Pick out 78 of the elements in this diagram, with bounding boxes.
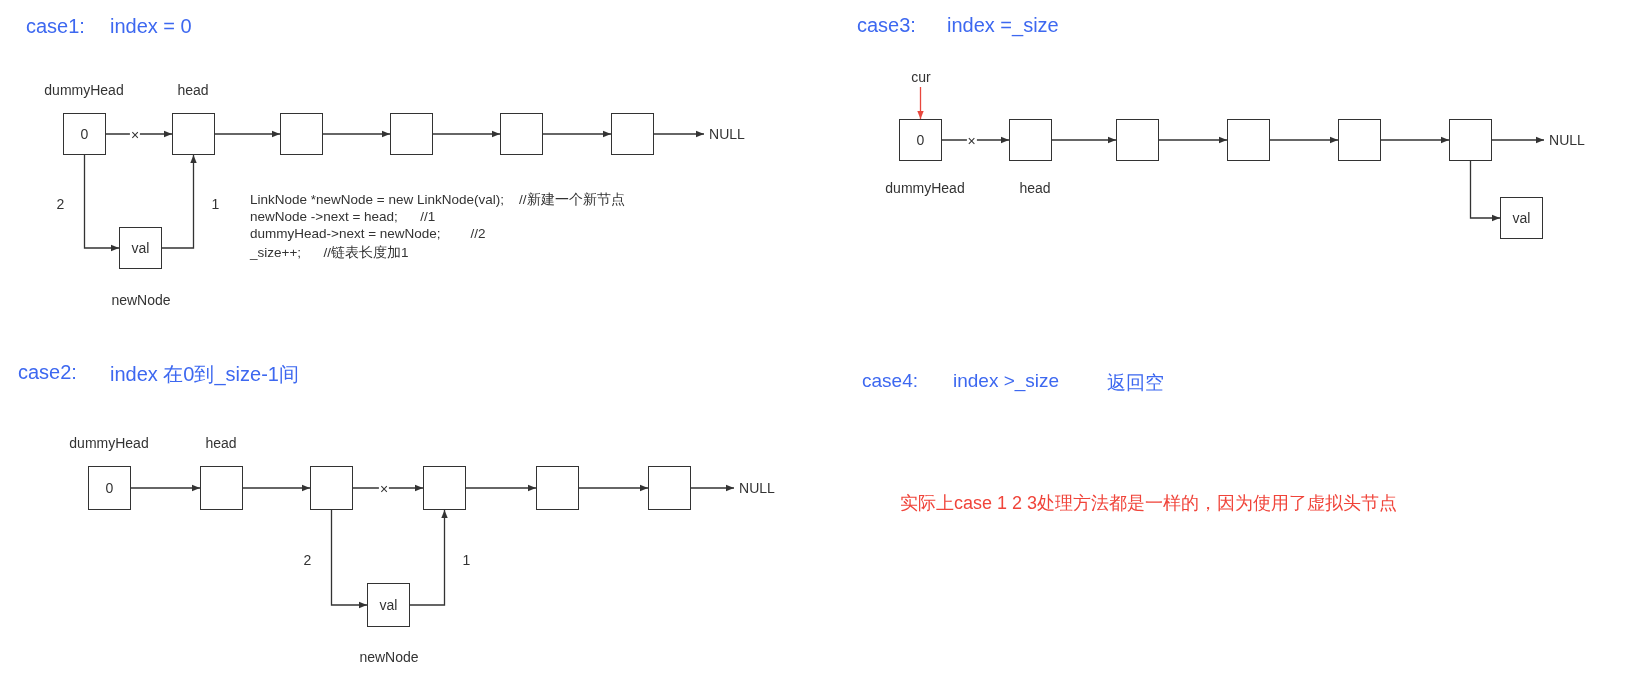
pointer-label: NULL	[734, 478, 780, 498]
arrow	[465, 484, 537, 492]
arrow	[105, 130, 173, 138]
node-caption: head	[1019, 180, 1051, 196]
case-heading: case4:	[862, 370, 918, 392]
arrow	[83, 154, 120, 252]
arrow	[409, 509, 448, 606]
list-node-box	[1338, 119, 1381, 161]
list-node-box	[1116, 119, 1159, 161]
arrow	[161, 154, 197, 249]
edge-label: ×	[378, 482, 390, 496]
case-condition: index >_size	[953, 370, 1060, 392]
list-node-box: val	[367, 583, 410, 627]
arrow	[242, 484, 311, 492]
code-line: dummyHead->next = newNode; //2	[250, 226, 486, 241]
arrow	[130, 484, 201, 492]
pointer-label: NULL	[704, 124, 750, 144]
pointer-label: NULL	[1544, 130, 1590, 150]
list-node-box: val	[119, 227, 162, 269]
edge-label: ×	[129, 128, 141, 142]
list-node-box	[500, 113, 543, 155]
edge-label: ×	[966, 134, 977, 148]
node-caption: newNode	[359, 649, 419, 665]
code-line: newNode ->next = head; //1	[250, 209, 436, 224]
list-node-box: 0	[899, 119, 942, 161]
arrow	[1051, 136, 1117, 144]
summary-note: 实际上case 1 2 3处理方法都是一样的，因为使用了虚拟头节点	[900, 492, 1398, 515]
arrow	[352, 484, 424, 492]
list-node-box	[611, 113, 654, 155]
code-line: LinkNode *newNode = new LinkNode(val); //新建一个新节点	[250, 191, 625, 209]
arrow	[330, 509, 368, 609]
arrow	[1380, 136, 1450, 144]
node-caption: dummyHead	[69, 435, 149, 451]
edge-label: 1	[461, 552, 472, 567]
pointer-label: cur	[907, 67, 935, 87]
arrow	[578, 484, 649, 492]
arrow	[542, 130, 612, 138]
case-result: 返回空	[1107, 371, 1164, 395]
arrow	[690, 484, 735, 492]
list-node-box	[423, 466, 466, 510]
list-node-box	[1227, 119, 1270, 161]
case-condition: index 在0到_size-1间	[110, 362, 299, 388]
arrow	[1469, 160, 1501, 222]
arrow	[214, 130, 281, 138]
list-node-box	[200, 466, 243, 510]
list-node-box	[536, 466, 579, 510]
list-node-box	[648, 466, 691, 510]
edge-label: 1	[210, 196, 221, 211]
list-node-box: 0	[88, 466, 131, 510]
case-heading: case2:	[18, 361, 77, 384]
arrow	[653, 130, 705, 138]
arrow	[1491, 136, 1545, 144]
arrow	[322, 130, 391, 138]
node-caption: newNode	[111, 292, 171, 308]
case-condition: index =_size	[947, 14, 1059, 37]
node-caption: head	[205, 435, 237, 451]
list-node-box	[1449, 119, 1492, 161]
arrow	[917, 86, 924, 120]
list-node-box	[1009, 119, 1052, 161]
list-node-box: val	[1500, 197, 1543, 239]
case-condition: index = 0	[110, 15, 192, 38]
arrow	[1269, 136, 1339, 144]
code-line: _size++; //链表长度加1	[250, 244, 409, 262]
arrow	[432, 130, 501, 138]
case-heading: case1:	[26, 15, 85, 38]
list-node-box: 0	[63, 113, 106, 155]
node-caption: dummyHead	[44, 82, 124, 98]
arrow	[1158, 136, 1228, 144]
node-caption: dummyHead	[885, 180, 965, 196]
list-node-box	[310, 466, 353, 510]
arrow	[941, 136, 1010, 144]
edge-label: 2	[55, 196, 66, 211]
edge-label: 2	[302, 552, 313, 567]
list-node-box	[280, 113, 323, 155]
case-heading: case3:	[857, 14, 916, 37]
list-node-box	[172, 113, 215, 155]
node-caption: head	[177, 82, 209, 98]
list-node-box	[390, 113, 433, 155]
